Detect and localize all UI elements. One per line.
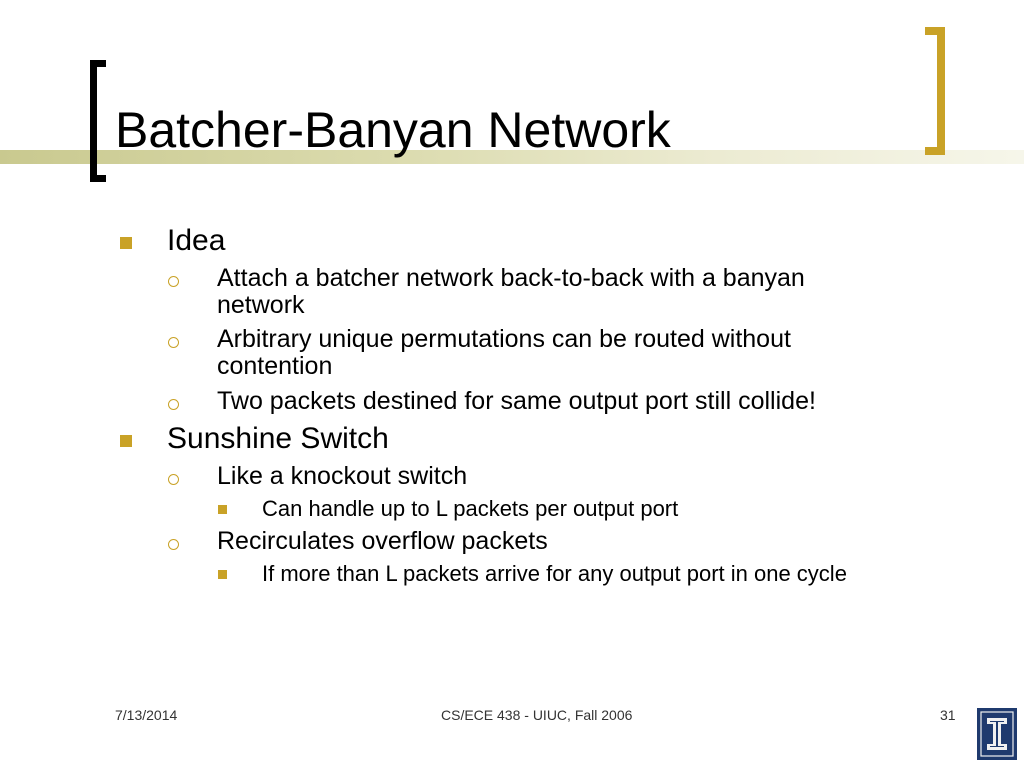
circle-bullet-icon [168, 276, 179, 287]
bullet-level3: If more than L packets arrive for any ou… [262, 561, 847, 586]
university-logo-icon [977, 708, 1017, 760]
bullet-level2-continuation: contention [217, 352, 333, 380]
bullet-level2: Attach a batcher network back-to-back wi… [217, 264, 805, 292]
footer-page-number: 31 [940, 707, 956, 723]
bullet-level2: Like a knockout switch [217, 462, 468, 490]
footer-course: CS/ECE 438 - UIUC, Fall 2006 [441, 707, 633, 723]
bullet-level2: Arbitrary unique permutations can be rou… [217, 325, 791, 353]
bullet-level2-continuation: network [217, 291, 305, 319]
circle-bullet-icon [168, 539, 179, 550]
left-bracket-decoration [90, 60, 106, 182]
slide-title: Batcher-Banyan Network [115, 102, 671, 158]
bullet-level1: Idea [167, 224, 226, 257]
footer-date: 7/13/2014 [115, 707, 178, 723]
title-band [0, 150, 1024, 164]
square-bullet-icon [120, 237, 132, 249]
bullet-level2: Recirculates overflow packets [217, 527, 548, 555]
circle-bullet-icon [168, 399, 179, 410]
right-bracket-decoration [925, 27, 945, 155]
circle-bullet-icon [168, 474, 179, 485]
small-square-bullet-icon [218, 570, 227, 579]
bullet-level3: Can handle up to L packets per output po… [262, 496, 679, 521]
circle-bullet-icon [168, 337, 179, 348]
bullet-level2: Two packets destined for same output por… [217, 387, 816, 415]
bullet-level1: Sunshine Switch [167, 422, 389, 455]
small-square-bullet-icon [218, 505, 227, 514]
square-bullet-icon [120, 435, 132, 447]
